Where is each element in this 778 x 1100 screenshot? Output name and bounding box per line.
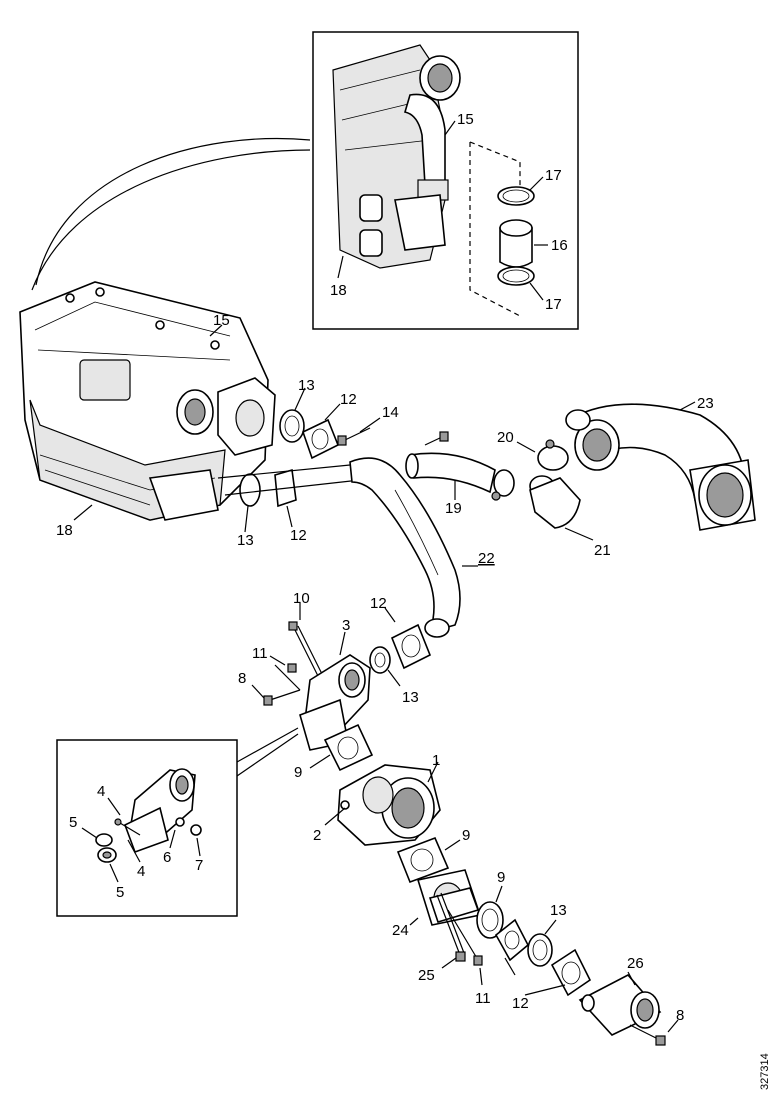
callout-6-inset: 6 (163, 849, 171, 866)
hose-22 (349, 457, 461, 638)
bolt-8-lower (629, 1024, 666, 1046)
callout-23: 23 (697, 395, 714, 412)
upper-gaskets (279, 409, 340, 460)
callout-11-lower: 11 (475, 990, 491, 1007)
callout-4-inset-lower: 4 (137, 863, 145, 880)
callout-11-upper: 11 (252, 645, 268, 662)
clamps-20 (491, 439, 569, 501)
callout-22: 22 (478, 550, 495, 567)
elbow-23 (565, 403, 756, 531)
callout-9-lower: 9 (497, 869, 505, 886)
pipe-19 (405, 452, 496, 494)
inset-top-detail: 15 17 16 17 18 (312, 31, 579, 330)
bolts-25-11 (436, 892, 483, 966)
callout-13-upper: 13 (298, 377, 315, 394)
callout-13-lower: 13 (237, 532, 254, 549)
document-number: 327314 (759, 1053, 771, 1090)
callout-21: 21 (594, 542, 611, 559)
gasket-9-lower (476, 901, 504, 939)
callout-18-main: 18 (56, 522, 73, 539)
lower-gaskets (239, 468, 297, 508)
callout-20: 20 (497, 429, 514, 446)
callout-15-main: 15 (213, 312, 230, 329)
sleeve-21 (529, 475, 581, 529)
pipe-26 (578, 973, 662, 1036)
callout-16-inset: 16 (551, 237, 568, 254)
gasket-9-middle (396, 836, 450, 884)
spacer-24 (416, 869, 482, 926)
callout-25: 25 (418, 967, 435, 984)
callout-19: 19 (445, 500, 462, 517)
callout-26: 26 (627, 955, 644, 972)
callout-10: 10 (293, 590, 310, 607)
callout-7-inset: 7 (195, 857, 203, 874)
callout-1: 1 (432, 752, 440, 769)
inset-left-detail: 4 5 6 7 4 5 (56, 739, 238, 917)
inset-pointer-arc (35, 137, 311, 286)
callout-12-lower: 12 (290, 527, 307, 544)
callout-13-mid: 13 (402, 689, 419, 706)
bolt-10 (288, 621, 325, 681)
flange-and-gasket-mid (369, 623, 432, 674)
callout-4-inset-upper: 4 (97, 783, 105, 800)
flange-and-gasket-lower (494, 918, 592, 997)
callout-15-inset: 15 (457, 111, 474, 128)
callout-8-lower: 8 (676, 1007, 684, 1024)
callout-12-mid: 12 (370, 595, 387, 612)
engine-block (19, 281, 276, 521)
valve-body-1 (337, 764, 441, 846)
gasket-9-upper (323, 723, 374, 772)
callout-9-upper: 9 (294, 764, 302, 781)
callout-14: 14 (382, 404, 399, 421)
bolt-14 (337, 427, 449, 446)
callout-8-upper: 8 (238, 670, 246, 687)
bolts-8-11 (263, 663, 301, 706)
callout-17-inset-upper: 17 (545, 167, 562, 184)
callout-2: 2 (313, 827, 321, 844)
callout-24: 24 (392, 922, 409, 939)
callout-5-inset-lower: 5 (116, 884, 124, 901)
callout-12-upper: 12 (340, 391, 357, 408)
callout-5-inset-upper: 5 (69, 814, 77, 831)
callout-12-bottom: 12 (512, 995, 529, 1012)
callout-13-bottom: 13 (550, 902, 567, 919)
callout-3: 3 (342, 617, 350, 634)
callout-9-middle: 9 (462, 827, 470, 844)
callout-18-inset: 18 (330, 282, 347, 299)
callout-17-inset-lower: 17 (545, 296, 562, 313)
